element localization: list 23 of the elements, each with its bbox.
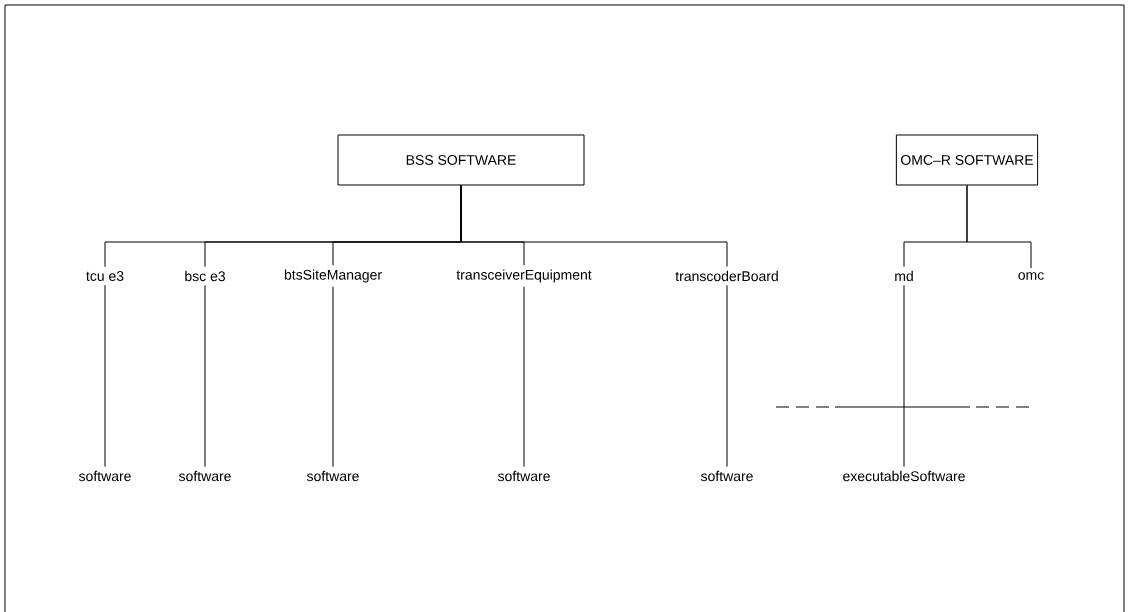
label-text: software (178, 470, 231, 482)
label-text: software (497, 470, 550, 482)
connector-line (966, 185, 1032, 269)
label-text: transceiverEquipment (456, 269, 592, 283)
connector-line (903, 284, 905, 468)
label-text: software (700, 470, 753, 482)
label-text: bsc e3 (185, 270, 225, 282)
label-text: tcu e3 (86, 271, 124, 281)
label-text: software (78, 470, 131, 482)
label-text: transcoderBoard (675, 270, 778, 282)
connector-line (332, 286, 334, 468)
connector-line (104, 284, 106, 468)
connector-line (726, 284, 728, 468)
label-text: software (306, 470, 359, 482)
label-text: md (895, 270, 913, 282)
label-text: omc (1018, 272, 1044, 280)
connector-line (523, 286, 525, 468)
connector-line (204, 284, 206, 468)
software-box: BSS SOFTWARE (337, 134, 585, 186)
label-text: executableSoftware (843, 470, 965, 482)
connector-line (460, 185, 728, 268)
software-box: OMC–R SOFTWARE (895, 134, 1039, 186)
label-text: btsSiteManager (284, 269, 382, 283)
